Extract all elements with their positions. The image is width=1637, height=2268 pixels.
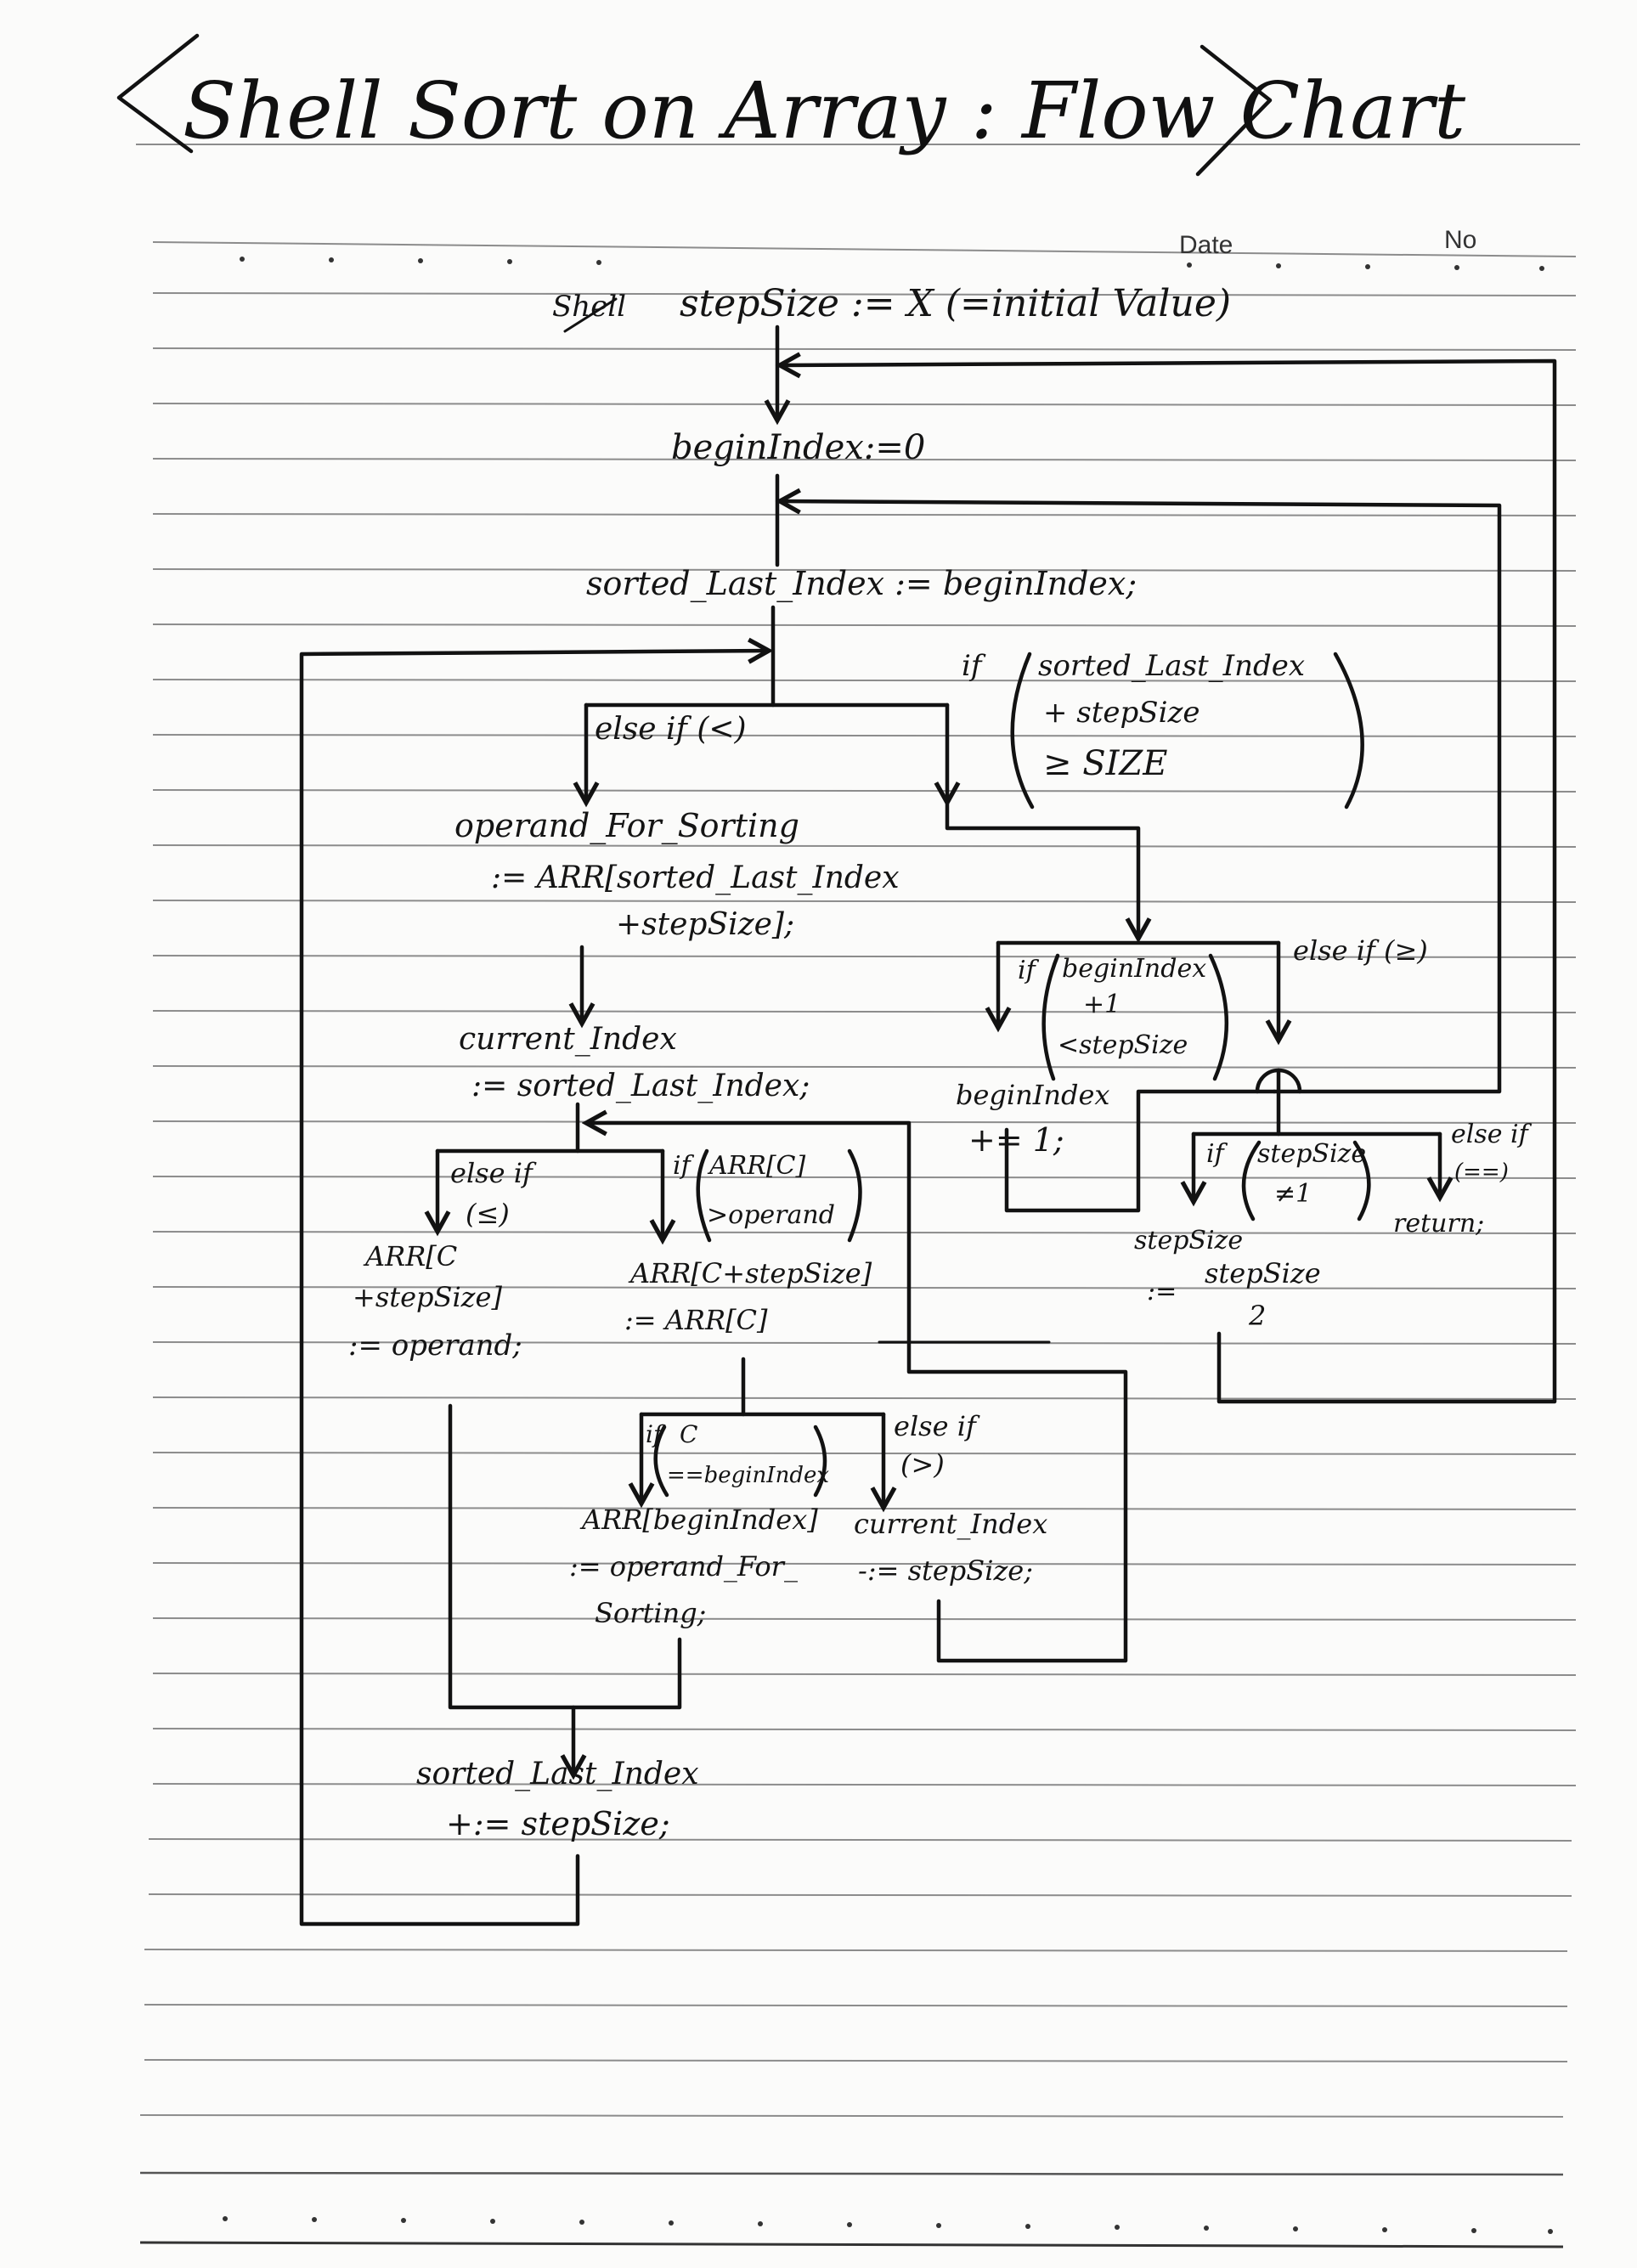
cond4-if-line2: >operand [707, 1200, 835, 1230]
cond2-else: else if (≥) [1293, 934, 1428, 967]
node-assign-operand-line1: ARR[C [363, 1240, 457, 1272]
arrow-inner-loop-return [299, 651, 769, 1927]
arrow-cond1-to-cond2 [945, 800, 1138, 939]
flow-conditions: if sorted_Last_Index + stepSize ≥ SIZE e… [450, 649, 1533, 1488]
cond1-if-keyword: if [962, 649, 986, 683]
arrow-cond4-loop-return [586, 1123, 1128, 1663]
node-assign-begin-line1: ARR[beginIndex] [579, 1504, 818, 1536]
node-shift-line1: ARR[C+stepSize] [628, 1257, 872, 1289]
cond5-else-line2: (>) [900, 1448, 945, 1481]
node-inc-begin-line1: beginIndex [956, 1079, 1109, 1111]
cond2-if-line1: beginIndex [1062, 954, 1206, 984]
cond3-close-paren [1352, 1140, 1371, 1221]
node-inc-begin-line2: += 1; [968, 1121, 1064, 1159]
node-operand-line3: +stepSize]; [616, 907, 794, 942]
cond3-if-line2: ≠1 [1274, 1179, 1312, 1209]
cond3-if-line1: stepSize [1257, 1139, 1366, 1169]
cond5-if-line1: C [680, 1420, 697, 1448]
cond3-if-keyword: if [1206, 1139, 1228, 1169]
cond1-else: else if (<) [595, 712, 747, 747]
cond4-close-paren [847, 1148, 862, 1243]
page-title: Shell Sort on Array : Flow Chart [183, 65, 1466, 156]
node-init: stepSize := X (=initial Value) [680, 282, 1231, 325]
node-begin-index: beginIndex:=0 [671, 428, 925, 467]
flow-nodes: Shell stepSize := X (=initial Value) beg… [348, 282, 1484, 1842]
arrow-middle-loop-return [780, 501, 1502, 1094]
node-init-struck: Shell [552, 290, 626, 324]
title-block: Shell Sort on Array : Flow Chart [116, 33, 1466, 177]
node-halve-line2: := [1147, 1277, 1177, 1306]
node-assign-begin-line3: Sorting; [595, 1597, 706, 1629]
node-return: return; [1393, 1209, 1484, 1238]
cond5-else-line1: else if [894, 1410, 980, 1442]
cond1-open-paren [1010, 652, 1035, 810]
cond5-close-paren [813, 1425, 827, 1498]
cond3-else-line1: else if [1451, 1120, 1533, 1149]
node-shift-line2: := ARR[C] [624, 1304, 768, 1336]
cond4-if-keyword: if [673, 1151, 695, 1181]
node-assign-begin-line2: := operand_For_ [569, 1550, 798, 1583]
node-sorted-last: sorted_Last_Index := beginIndex; [586, 565, 1137, 603]
arrow-outer-loop-return [780, 361, 1557, 1404]
node-halve-numerator: stepSize [1205, 1257, 1321, 1289]
node-halve-denominator: 2 [1248, 1300, 1266, 1332]
node-halve-line1: stepSize [1134, 1226, 1243, 1255]
cond1-close-paren [1333, 652, 1364, 810]
node-current-line1: current_Index [459, 1022, 677, 1057]
line-merge-placements [448, 1403, 682, 1710]
line-inc-begin-out [1004, 1089, 1277, 1213]
cond4-else-line1: else if [450, 1157, 537, 1189]
header-dots [223, 257, 1553, 2234]
node-assign-operand-line3: := operand; [348, 1329, 522, 1362]
node-current-line2: := sorted_Last_Index; [471, 1069, 810, 1103]
cond2-open-paren [1041, 953, 1060, 1081]
date-label: Date [1179, 231, 1233, 259]
title-left-bracket [116, 33, 200, 154]
cond4-else-line2: (≤) [466, 1198, 510, 1230]
cond1-if-line3: ≥ SIZE [1043, 744, 1167, 783]
struck-through-mark [563, 297, 618, 333]
cond1-if-line2: + stepSize [1043, 696, 1200, 730]
flow-connectors [299, 324, 1557, 1927]
cond2-if-line2: +1 [1083, 990, 1120, 1019]
cond5-if-keyword: if [646, 1420, 666, 1448]
title-right-bracket [1195, 44, 1273, 177]
node-operand-line1: operand_For_Sorting [454, 807, 799, 845]
node-dec-current-line1: current_Index [854, 1508, 1047, 1540]
cond5-if-line2: ==beginIndex [667, 1463, 829, 1488]
condition-brackets [563, 297, 1371, 1498]
cond2-close-paren [1208, 953, 1229, 1081]
cond2-if-keyword: if [1018, 956, 1040, 985]
cond4-if-line1: ARR[C] [707, 1151, 805, 1181]
no-label: No [1444, 226, 1476, 254]
node-dec-current-line2: -:= stepSize; [858, 1554, 1033, 1587]
node-operand-line2: := ARR[sorted_Last_Index [491, 860, 900, 895]
cond4-open-paren [696, 1148, 712, 1243]
cond2-if-line3: <stepSize [1058, 1030, 1188, 1060]
cond3-open-paren [1241, 1140, 1262, 1221]
cond5-open-paren [653, 1425, 669, 1498]
node-assign-operand-line2: +stepSize] [353, 1281, 502, 1313]
cond3-else-line2: (==) [1454, 1159, 1509, 1185]
node-inc-sorted-line1: sorted_Last_Index [416, 1757, 699, 1791]
node-inc-sorted-line2: +:= stepSize; [446, 1805, 670, 1842]
cond1-if-line1: sorted_Last_Index [1038, 649, 1305, 683]
